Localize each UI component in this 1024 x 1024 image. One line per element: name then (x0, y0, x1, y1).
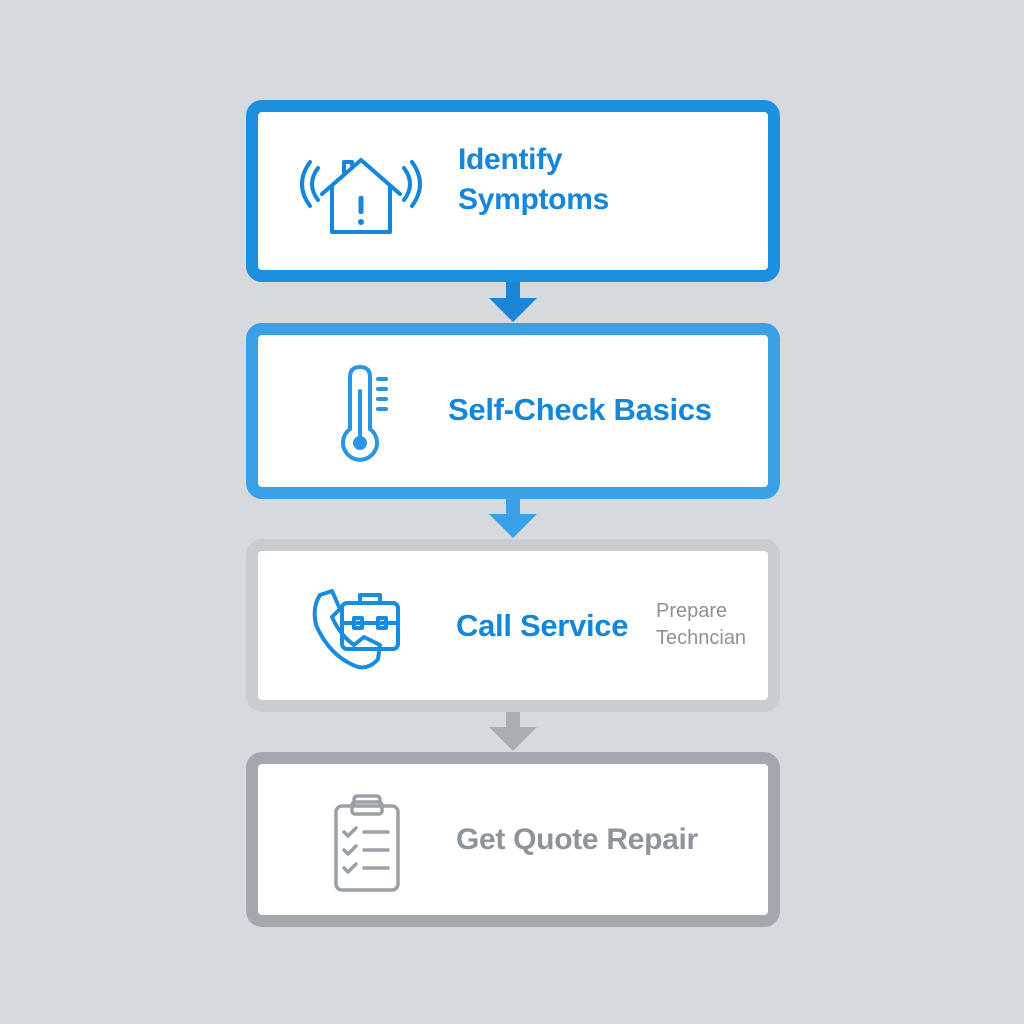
phone-toolbox-icon (312, 589, 400, 670)
arrow-down-icon (489, 499, 537, 538)
step-identify-symptoms: Identify Symptoms (246, 100, 780, 282)
step-label: Identify Symptoms (458, 143, 609, 216)
thermometer-icon (341, 365, 388, 462)
step-call-service: Call Service Prepare Techncian (246, 539, 780, 712)
arrow-down-icon (489, 712, 537, 751)
house-alert-icon (300, 158, 422, 234)
checklist-clipboard-icon (334, 794, 400, 892)
arrow-down-icon (489, 282, 537, 322)
step-label: Get Quote Repair (456, 823, 698, 856)
step-self-check-basics: Self-Check Basics (246, 323, 780, 499)
step-label: Call Service (456, 608, 629, 643)
step-label: Self-Check Basics (448, 392, 712, 427)
step-get-quote-repair: Get Quote Repair (246, 752, 780, 927)
step-note: Prepare Techncian (656, 600, 747, 649)
